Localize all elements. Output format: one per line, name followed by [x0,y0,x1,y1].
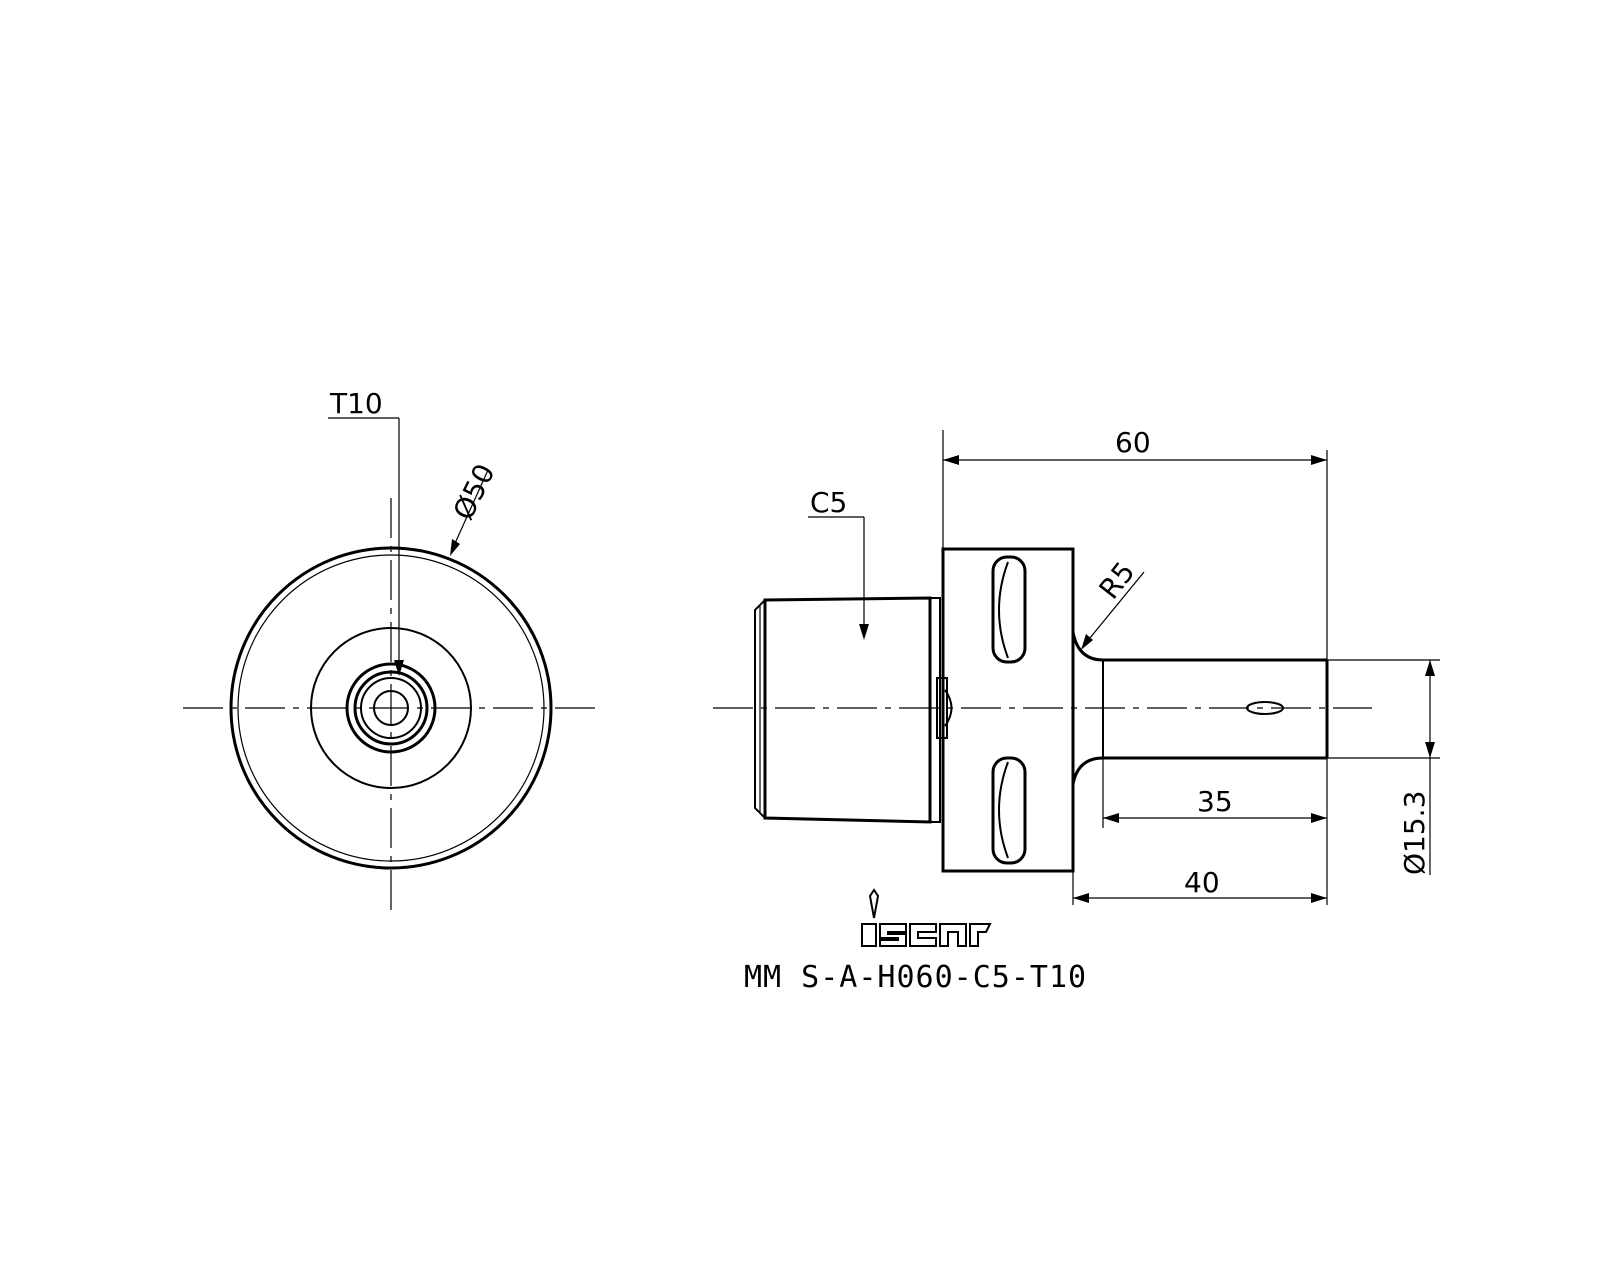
dim-35-label: 35 [1197,785,1233,818]
dim-60-arrow-right [1311,455,1327,465]
inner-ring-small [360,677,422,739]
logo-letter-i [861,923,877,947]
c5-collar [929,597,941,823]
dim-35-arrow-left [1103,813,1119,823]
r5-label: R5 [1093,556,1142,606]
c5-taper-coupling [763,596,932,824]
t10-leader-arrow [394,660,404,676]
lower-drive-slot [991,756,1027,865]
upper-slot-curve [998,561,1009,659]
logo-letter-s [879,923,907,947]
dia50-leader-arrow [450,539,460,556]
lower-slot-curve [998,761,1009,859]
model-number: MM S-A-H060-C5-T10 [744,960,1087,995]
r5-leader-line [1084,571,1145,645]
dim-60-arrow-left [943,455,959,465]
side-view: C5 R5 60 35 40 Ø15.3 [713,426,1440,905]
dim-153-arrow-bottom [1425,742,1435,758]
inner-ring-middle [353,670,429,746]
logo-letter-r [969,923,992,947]
dim-40-label: 40 [1184,866,1220,899]
flange-body [941,547,1075,873]
shank-circle [310,627,472,789]
c5-label: C5 [810,486,847,519]
upper-drive-slot [991,555,1027,664]
lower-r5-fillet [1071,756,1104,785]
inner-ring-outer [345,662,437,754]
c5-chamfer [754,599,766,819]
shank-cross-hole [1246,701,1284,715]
r5-leader-arrow [1081,634,1093,650]
iscar-logo [861,888,992,947]
dim-153-label: Ø15.3 [1398,791,1431,875]
front-view: T10 Ø50 [183,387,600,918]
dim-40-arrow-right [1311,893,1327,903]
dim-153-arrow-top [1425,660,1435,676]
center-bore [373,690,409,726]
dia50-label: Ø50 [447,459,502,525]
set-screw-head [944,689,953,727]
dim-60-label: 60 [1115,426,1151,459]
outer-flange-inner-edge [237,554,545,862]
outer-flange-circle [229,546,553,870]
dia50-leader-line [451,469,489,551]
upper-r5-fillet [1071,631,1104,662]
logo-i-dot [868,888,880,919]
logo-letter-c [909,923,937,947]
logo-letter-a [939,923,967,947]
t10-label: T10 [329,387,383,420]
dim-35-arrow-right [1311,813,1327,823]
dim-40-arrow-left [1073,893,1089,903]
c5-leader-arrow [859,624,869,640]
